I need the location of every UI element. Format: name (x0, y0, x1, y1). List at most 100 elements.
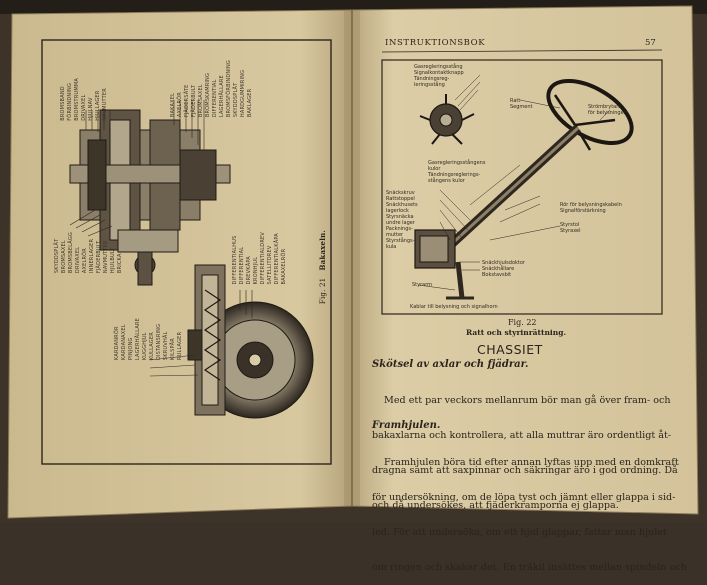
fig22-number: Fig. 22 (508, 318, 537, 327)
label-styrarm: Styrarm (412, 282, 433, 288)
label-gasreg: Gasregleringsstång (414, 64, 463, 70)
label-lc-3: lagerlock (386, 208, 409, 214)
label-lc-7: mutter (386, 232, 404, 238)
label-lc-2: Snäckhusets (386, 202, 418, 208)
labels-top-left: BROMSBAND FÖRBINDNING BROMSTRUMMA DRIVAX… (60, 78, 108, 121)
label-mr-2: DREVKÅPA (246, 256, 252, 285)
rear-axle-drawing (69, 109, 231, 286)
label-bl-9: RULLAGER (177, 331, 183, 361)
label-tr-5: BROMSKAMRING (205, 72, 211, 118)
paragraph-framhjulen: Framhjulen böra tid efter annan lyftas u… (372, 434, 687, 585)
label-mr-0: DIFFERENTIALHUS (232, 235, 238, 285)
label-ml-7: NAVMUTTER (103, 240, 109, 274)
label-styraxel: Styraxel (560, 228, 581, 234)
label-ml-1: BROMSAXEL (61, 240, 67, 274)
subheading-axlar: Skötsel av axlar och fjädrar. (372, 359, 529, 370)
label-bl-0: KARDANRÖR (114, 326, 120, 361)
label-ratt-group: Ratt Segment (510, 98, 533, 110)
label-bl-5: KULLAGER (149, 332, 155, 361)
label-tl-4: HJULNAV (88, 97, 94, 121)
label-mr-1: DIFFERENTIAL (239, 246, 245, 285)
label-bl-3: LAGERHÅLLARE (135, 318, 141, 361)
label-lc-6: Packnings- (386, 226, 413, 232)
label-bl-8: KILSPÅR (170, 338, 176, 361)
label-lc-0: Snäckskruv (386, 190, 415, 196)
p1-line-0: Med ett par veckors mellanrum bör man gå… (384, 395, 671, 407)
label-styrstol-group: Styrstol Styraxel (560, 222, 580, 234)
label-signal: Signalkontaktknapp (414, 70, 464, 76)
label-ml-3: DRIVAXEL (75, 246, 81, 274)
fig21-frame (41, 39, 332, 465)
page-number: 57 (645, 38, 656, 48)
p1-line-1: bakaxlarna och kontrollera, att alla mut… (372, 429, 672, 441)
label-bl-7: SKRUVHÅL (163, 331, 169, 361)
label-tl-5: HJULLAGER (95, 90, 101, 121)
label-ml-4: AXELRÖR (82, 248, 88, 274)
label-tand-kulor-1: Tändningsreglerings- (428, 172, 481, 178)
label-tr-3: FJÄDERBULT (191, 84, 197, 118)
label-ml-0: SKYDDSPLÅT (54, 238, 60, 274)
label-lc-4: Styrsnäcka (386, 214, 414, 220)
label-ml-6: FJÄDERBULT (96, 240, 102, 274)
p2-line-0: Framhjulen böra tid efter annan lyftas u… (384, 457, 679, 469)
label-mr-4: DIFFERENTIALDREV (260, 232, 266, 285)
label-gasreg-kulor-1: Gasregleringsstångens (428, 160, 486, 166)
label-mr-7: BAKAXELRÖR (281, 248, 287, 285)
label-snack-3: Bokstavsbit (482, 272, 512, 278)
label-bl-6: DISTANSRING (156, 323, 162, 361)
label-lc-1: Rattstoppel (386, 196, 415, 202)
label-tr-9: SKYDDSPLÅT (233, 82, 239, 118)
fig21-caption-text: Bakaxeln. (318, 230, 327, 271)
label-kablar: Kablar till belysning och signalhorn (410, 304, 498, 310)
label-snack-1: Snäckhjulsdoktor (482, 260, 525, 266)
label-tr-1: AXELRÖR (177, 92, 183, 118)
label-ror-2: Signalförstärkning (560, 208, 606, 214)
fig21-caption: Fig. 21 Bakaxeln. (318, 230, 327, 304)
label-lc-8: Styrstångs- (386, 238, 415, 244)
p2-line-3: om ringen och skakar det. En träkil insä… (372, 561, 687, 573)
p2-line-1: för undersökning, om de löpa tyst och jä… (372, 491, 676, 503)
labels-top-right: BAKAXEL AXELRÖR FJÄDERSÄTE FJÄDERBULT BR… (170, 60, 253, 117)
page-header: INSTRUKTIONSBOK (385, 38, 486, 48)
fig22-frame (381, 59, 663, 315)
labels-mid-right: DIFFERENTIALHUS DIFFERENTIAL DREVKÅPA KR… (232, 232, 287, 284)
label-tr-10: HARDGUMMIRING (240, 69, 246, 118)
label-tr-7: LAGERHÅLLARE (219, 75, 225, 118)
label-tand-2: leringsstång (414, 82, 445, 88)
open-book-photo (0, 0, 707, 519)
differential-drawing (187, 264, 314, 419)
section-title: CHASSIET (477, 342, 543, 357)
label-ror-group: Rör för belysningskabeln Signalförstärkn… (560, 202, 622, 214)
label-gasreg-kulor-2: kulor (428, 166, 441, 172)
labels-bottom-left: KARDANRÖR KARDANAXEL PINJONG LAGERHÅLLAR… (114, 318, 183, 360)
label-bl-4: KUGGHJUL (142, 332, 148, 361)
label-tr-4: BROMSAXEL (198, 84, 204, 118)
p1-line-3: och då undersökes, att fjäderkramporna e… (372, 499, 619, 511)
label-mr-3: KRONHJUL (253, 256, 259, 285)
label-bl-1: KARDANAXEL (121, 324, 127, 361)
label-tr-0: BAKAXEL (170, 92, 176, 118)
p1-line-2: dragna samt att saxpinnar och säkringar … (372, 464, 678, 476)
label-top-left-group: Gasregleringsstång Signalkontaktknapp Tä… (414, 64, 464, 88)
label-tl-0: BROMSBAND (60, 86, 66, 121)
label-lc-9: kula (386, 244, 397, 250)
label-left-column: Snäckskruv Rattstoppel Snäckhusets lager… (386, 190, 418, 250)
label-tr-6: DIFFERENTIAL (212, 79, 218, 118)
label-ml-5: INNERLAGER (89, 238, 95, 274)
label-tr-2: FJÄDERSÄTE (184, 84, 190, 118)
label-ror-1: Rör för belysningskabeln (560, 202, 622, 208)
label-kulor-group: Gasregleringsstångens kulor Tändningsreg… (428, 160, 485, 184)
label-segment: Segment (510, 104, 533, 110)
label-ml-8: HJULBULT (110, 247, 116, 274)
label-ratt: Ratt (510, 98, 521, 104)
label-bl-2: PINJONG (128, 337, 134, 361)
fig21-number: Fig. 21 (319, 277, 327, 305)
fig22-caption: Ratt och styrinrättning. (466, 328, 567, 337)
label-mr-6: DIFFERENTIALKÅPA (274, 233, 280, 285)
label-stromb: Strömbrytare (588, 104, 622, 110)
label-for-belysning: för belysningen (588, 110, 627, 116)
paragraph-axlar: Med ett par veckors mellanrum bör man gå… (372, 372, 678, 523)
label-mr-5: SATELLITDREV (267, 245, 273, 285)
label-tl-2: BROMSTRUMMA (74, 78, 80, 121)
label-ml-9: BRICKA (117, 253, 123, 274)
